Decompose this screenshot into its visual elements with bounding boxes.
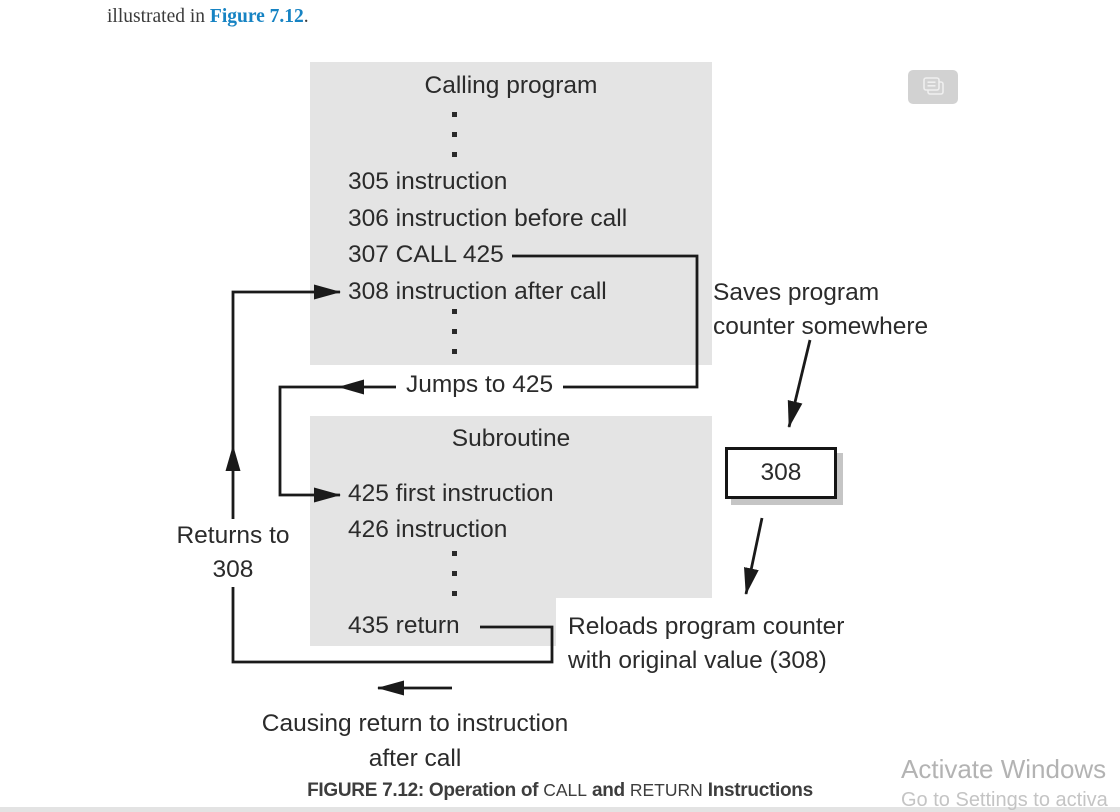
causing-label-line1: Causing return to instruction (261, 710, 569, 737)
jumps-left-arrowhead (338, 379, 364, 395)
saved-pc-box: 308 (725, 447, 837, 499)
instruction-line-306: 306 instruction before call (348, 205, 628, 232)
intro-period: . (303, 6, 309, 27)
returns-label-line2: 308 (212, 556, 254, 583)
body-text-line: illustrated in Figure 7.12. (107, 6, 309, 28)
ellipsis-dots (452, 309, 457, 369)
saves-counter-label-line2: counter somewhere (713, 313, 929, 340)
copy-pages-icon (920, 76, 946, 98)
returns-label-line1: Returns to (176, 522, 290, 549)
caption-suffix: Instructions (702, 780, 813, 801)
saves-counter-label: Saves program counter somewhere (713, 276, 928, 344)
saves-counter-label-line1: Saves program (713, 279, 880, 306)
activate-windows-watermark: Activate Windows (901, 754, 1107, 784)
intro-text: illustrated in (107, 6, 210, 27)
annotation-button[interactable] (908, 70, 958, 104)
bottom-bar (0, 807, 1120, 812)
reloads-label-line2: with original value (308) (568, 647, 827, 674)
ellipsis-dots (452, 551, 457, 611)
figure-caption: FIGURE 7.12: Operation of CALL and RETUR… (0, 780, 1120, 802)
reloads-label-line1: Reloads program counter (568, 613, 845, 640)
saves-counter-arrow (787, 339, 812, 428)
caption-call-op: CALL (543, 780, 587, 800)
figure-7-12-link[interactable]: Figure 7.12 (209, 6, 304, 27)
instruction-line-305: 305 instruction (348, 168, 508, 195)
caption-mid: and (586, 780, 630, 801)
returns-to-308-label: Returns to 308 (156, 519, 310, 587)
instruction-line-435: 435 return (348, 612, 460, 639)
instruction-line-308: 308 instruction after call (348, 278, 607, 305)
ellipsis-dots (452, 112, 457, 172)
reloads-counter-arrow (744, 517, 764, 595)
activate-windows-settings-hint: Go to Settings to activa (901, 789, 1108, 811)
instruction-line-307: 307 CALL 425 (348, 241, 504, 268)
caption-return-op: RETURN (629, 780, 703, 800)
causing-return-label: Causing return to instruction after call (205, 706, 625, 776)
reloads-counter-label: Reloads program counter with original va… (556, 598, 861, 692)
jumps-to-425-label: Jumps to 425 (396, 372, 564, 398)
instruction-line-426: 426 instruction (348, 516, 508, 543)
instruction-line-425: 425 first instruction (348, 480, 554, 507)
subroutine-title: Subroutine (451, 425, 571, 452)
causing-label-line2: after call (368, 745, 462, 772)
caption-prefix: FIGURE 7.12: Operation of (307, 780, 544, 801)
calling-program-title: Calling program (424, 72, 598, 99)
returns-up-arrowhead (225, 445, 241, 471)
